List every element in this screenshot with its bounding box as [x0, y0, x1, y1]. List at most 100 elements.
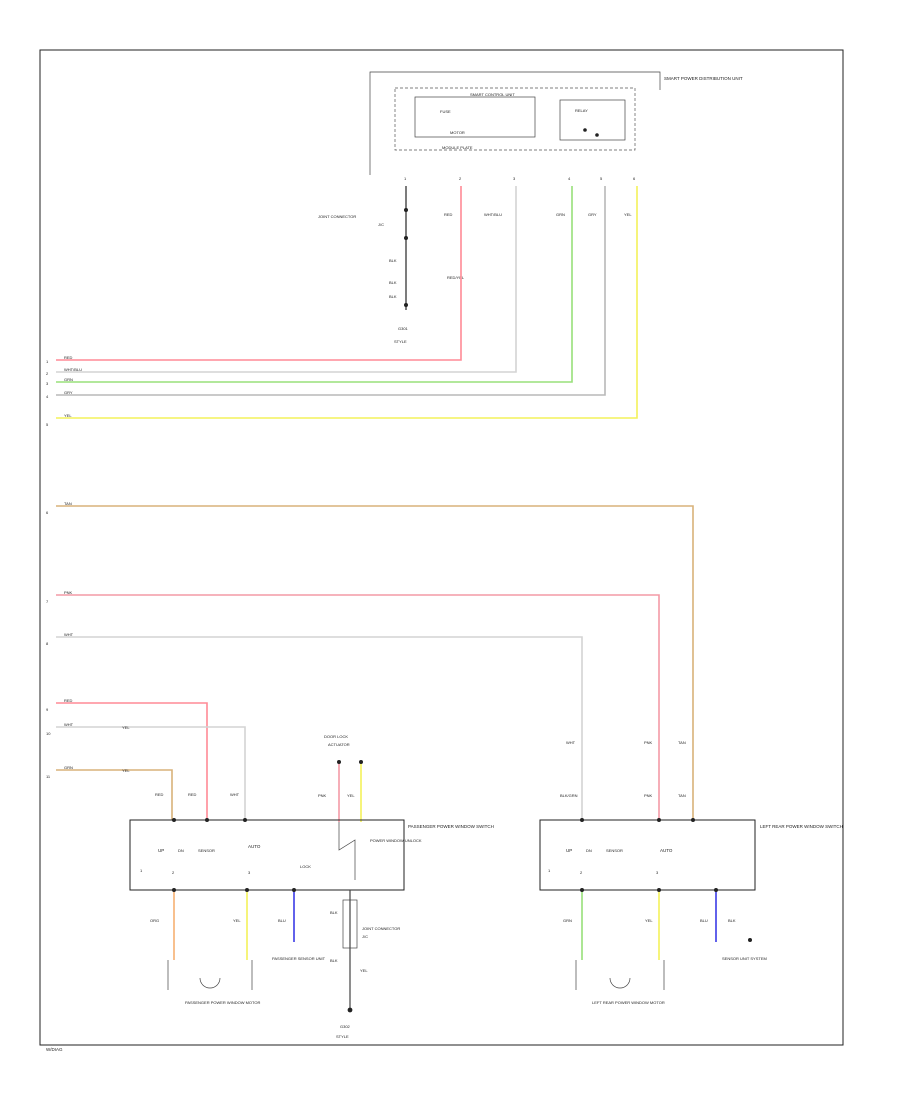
left-wire-label: WHT	[64, 632, 74, 637]
right-switch-section: SENSOR	[606, 848, 623, 853]
left-wire-label: RED	[64, 355, 73, 360]
gray-wire	[56, 186, 606, 396]
right-switch-top-label: WHT	[566, 740, 576, 745]
top-wire-label: GRN	[556, 212, 565, 217]
right-switch-bottom-label: YEL	[645, 918, 653, 923]
left-wire-label: GRY	[64, 390, 73, 395]
bottom-ground-label: G302	[340, 1024, 351, 1029]
control-unit-label: SMART CONTROL UNIT	[470, 92, 515, 97]
right-switch-section: AUTO	[660, 848, 673, 853]
bottom-joint-wire: BLK	[330, 958, 338, 963]
top-module-title: SMART POWER DISTRIBUTION UNIT	[664, 76, 743, 81]
module-pin: 5	[600, 176, 603, 181]
white-wire-right	[56, 636, 583, 820]
connector-marker: 10	[46, 731, 51, 736]
switch-terminal	[245, 888, 249, 892]
door-lock-wire-label: PNK	[318, 793, 327, 798]
switch-section: DN	[178, 848, 184, 853]
switch-pin: 1	[140, 868, 143, 873]
switch-terminal	[205, 818, 209, 822]
ground-label: G301	[398, 326, 409, 331]
right-switch-bottom-label: GRN	[563, 918, 572, 923]
right-switch-mid-label: TAN	[678, 793, 686, 798]
switch-top-label: WHT	[230, 792, 240, 797]
top-module-outline	[369, 71, 661, 175]
right-switch-title: LEFT REAR POWER WINDOW SWITCH	[760, 824, 843, 829]
switch-terminal	[292, 888, 296, 892]
lock-switch-contact	[338, 822, 356, 880]
tan-wire	[56, 505, 694, 820]
switch-section: SENSOR	[198, 848, 215, 853]
module-pin: 4	[568, 176, 571, 181]
right-motor-label: LEFT REAR POWER WINDOW MOTOR	[592, 1000, 665, 1005]
left-wire-label: TAN	[64, 501, 72, 506]
switch-section: AUTO	[248, 844, 261, 849]
right-switch-mid-label: BLK/GRN	[560, 793, 578, 798]
connector-marker: 2	[46, 371, 49, 376]
top-module: SMART POWER DISTRIBUTION UNIT SMART CONT…	[318, 71, 743, 344]
left-wire-label: WHT	[64, 722, 74, 727]
right-switch-top-label: PNK	[644, 740, 653, 745]
module-pin: 1	[404, 176, 407, 181]
right-motor-leads	[575, 960, 665, 990]
switch-top-label: RED	[188, 792, 197, 797]
right-switch-terminal	[714, 888, 718, 892]
ground-terminal-bottom	[347, 1007, 353, 1013]
door-lock-title: DOOR LOCK	[324, 734, 348, 739]
connector-marker: 6	[46, 510, 49, 515]
bottom-joint-wire: BLK	[330, 910, 338, 915]
pink-wire	[56, 594, 660, 820]
right-switch-pin: 2	[580, 870, 583, 875]
bottom-ground-sub: STYLE	[336, 1034, 349, 1039]
connector-marker: 7	[46, 599, 49, 604]
switch-section: POWER WINDOW UNLOCK	[370, 838, 422, 843]
red-split-label: RED/YEL	[447, 275, 465, 280]
joint-terminal	[404, 208, 408, 212]
tan-wire-lower	[56, 769, 173, 820]
diagram-frame	[39, 49, 844, 1046]
right-switch-bottom-label: BLK	[728, 918, 736, 923]
motor-leads	[167, 960, 253, 990]
switch-terminal	[172, 818, 176, 822]
switch-section: UP	[158, 848, 164, 853]
connector-marker: 8	[46, 641, 49, 646]
switch-pin: 3	[248, 870, 251, 875]
left-rear-window-switch: LEFT REAR POWER WINDOW SWITCH UP DN SENS…	[539, 740, 843, 1005]
right-switch-body	[539, 819, 756, 891]
door-lock-actuator: DOOR LOCK ACTUATOR PNK YEL	[318, 734, 363, 880]
right-switch-mid-label: PNK	[644, 793, 653, 798]
red-wire-lower	[56, 702, 208, 820]
connector-marker: 3	[46, 381, 49, 386]
right-switch-top-label: TAN	[678, 740, 686, 745]
switch-top-label: RED	[155, 792, 164, 797]
left-wire-label: YEL	[64, 413, 72, 418]
joint-connector-sub: J/C	[378, 222, 384, 227]
switch-bottom-label: YEL	[233, 918, 241, 923]
right-switch-terminal	[691, 818, 695, 822]
switch-section: LOCK	[300, 864, 311, 869]
right-switch-section: UP	[566, 848, 572, 853]
ground-pin-label: BLK	[389, 294, 397, 299]
top-wire-label: YEL	[624, 212, 632, 217]
left-labels: RED WHT/BLU GRN GRY YEL TAN PNK WHT RED …	[46, 355, 130, 779]
connector-marker: 4	[46, 394, 49, 399]
module-pin: 2	[459, 176, 462, 181]
ground-terminal	[404, 303, 408, 307]
passenger-switch-body	[129, 819, 405, 891]
passenger-window-switch: PASSENGER POWER WINDOW SWITCH UP DN SENS…	[129, 792, 494, 1005]
switch-terminal	[243, 818, 247, 822]
door-lock-sub: ACTUATOR	[328, 742, 350, 747]
right-switch-terminal	[657, 888, 661, 892]
ground-sub-label: STYLE	[394, 339, 407, 344]
top-module-inner	[394, 87, 636, 151]
left-wire-label: GRN	[64, 377, 73, 382]
right-switch-terminal	[657, 818, 661, 822]
right-switch-terminal	[580, 888, 584, 892]
module-pin: 6	[633, 176, 636, 181]
motor-icon	[199, 977, 221, 989]
footer-code: W/DIAG	[46, 1047, 63, 1052]
bottom-joint-wire: YEL	[360, 968, 368, 973]
right-switch-terminal	[748, 938, 752, 942]
relay-box	[559, 99, 626, 141]
